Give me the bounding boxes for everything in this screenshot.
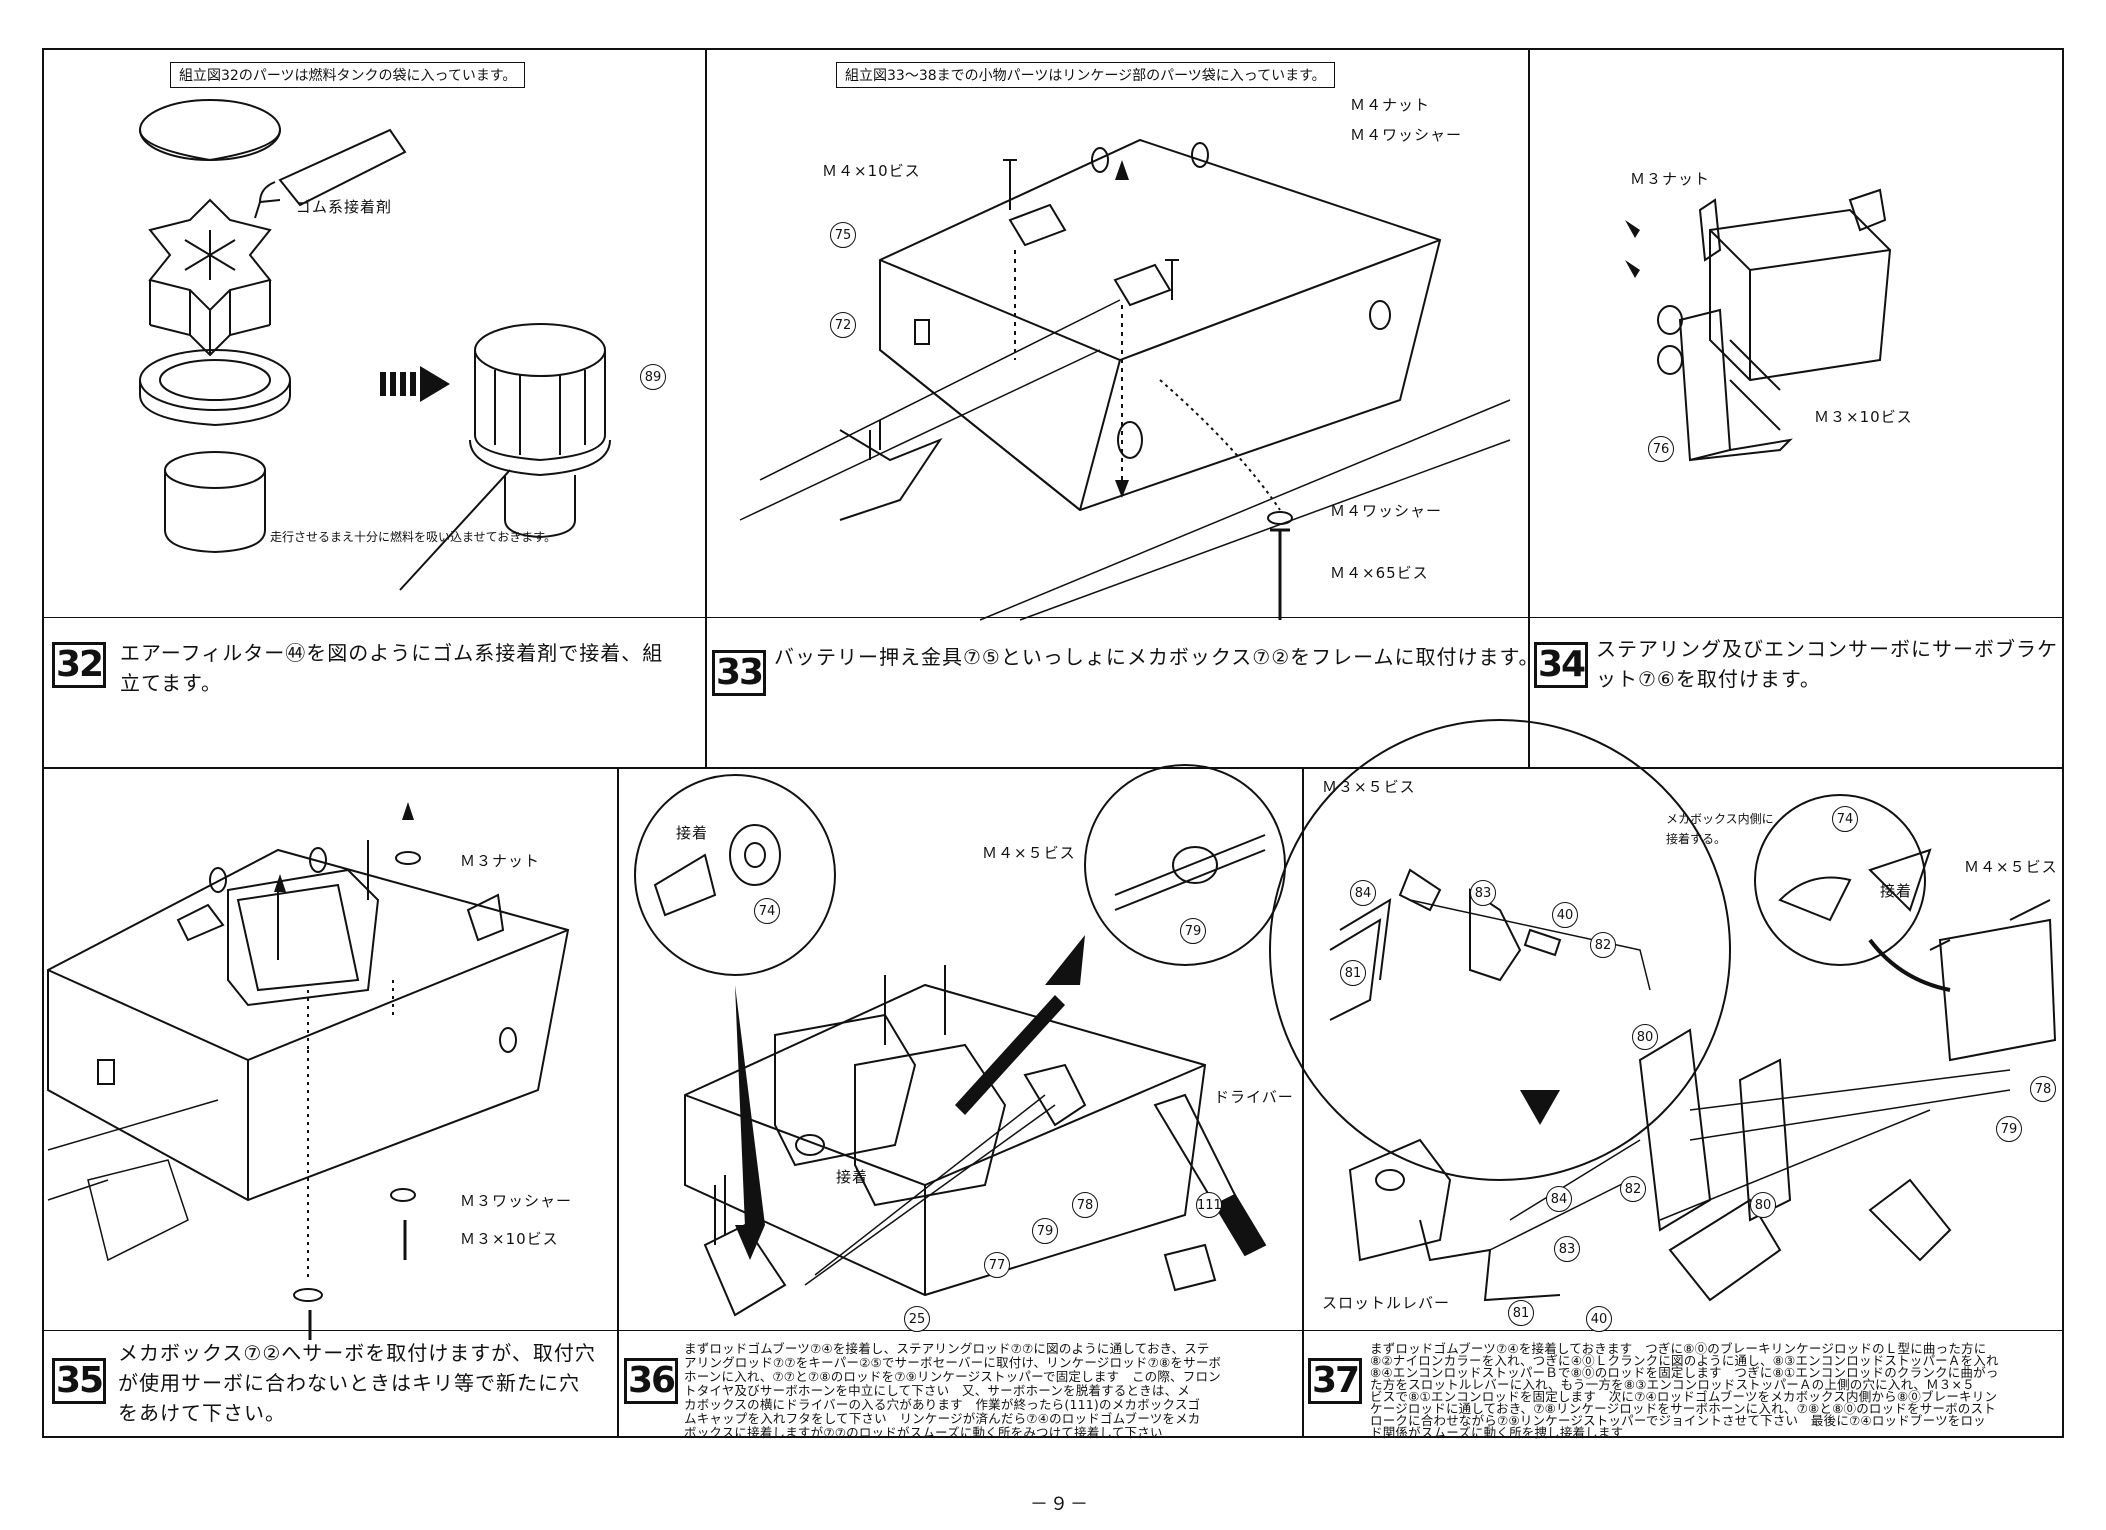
step33-screw65-label: Ｍ４×65ビス: [1330, 564, 1429, 582]
step32-part-89: 89: [640, 364, 666, 390]
step36-number: 36: [624, 1358, 678, 1404]
step37-throttle-label: スロットルレバー: [1322, 1294, 1451, 1312]
step33-illustration: [739, 138, 1511, 621]
step33-nut-label: Ｍ４ナット: [1350, 96, 1431, 114]
step36-glue-label: 接着: [676, 824, 709, 842]
step36-text-line3: ホーンに入れ、⑦⑦と⑦⑧のロッドを⑦⑨リンケージストッパーで固定します この際、…: [684, 1369, 1221, 1384]
step36-part-79a: 79: [1180, 918, 1206, 944]
step36-part-79b: 79: [1032, 1218, 1058, 1244]
step33-washer-bottom-label: Ｍ４ワッシャー: [1330, 502, 1443, 520]
step33-washer-top-label: Ｍ４ワッシャー: [1350, 126, 1463, 144]
step33-screw10-label: Ｍ４×10ビス: [822, 162, 921, 180]
step32-number: 32: [52, 642, 106, 688]
step37-text-line2: ⑧②ナイロンカラーを入れ、つぎに④⓪Ｌクランクに図のように通し、⑧③エンコンロッ…: [1370, 1353, 1999, 1368]
step34-screw-label: Ｍ３×10ビス: [1814, 408, 1913, 426]
caption-rule-top: [42, 617, 2064, 618]
step33-parts-note: 組立図33〜38までの小物パーツはリンケージ部のパーツ袋に入っています。: [836, 62, 1335, 88]
step34-number: 34: [1534, 642, 1588, 688]
step37-screw-m3-label: Ｍ３×５ビス: [1322, 778, 1416, 796]
step36-text-line5: カボックスの横にドライバーの入る穴があります 作業が終ったら(111)のメカボッ…: [684, 1397, 1201, 1412]
step37-text-line6: ケージロッドに通しておき、⑦⑧リンケージロッドをサーボホーンに入れ、⑦⑧と⑧⓪の…: [1370, 1401, 1996, 1416]
step37-glue-label: 接着: [1880, 882, 1913, 900]
step36-driver-label: ドライバー: [1214, 1088, 1294, 1106]
step36-text-line1: まずロッドゴムブーツ⑦④を接着し、ステアリングロッド⑦⑦に図のように通しておき、…: [684, 1341, 1210, 1356]
col-divider-bottom-1: [617, 767, 619, 1438]
step37-text-line4: た方をスロットルレバーに入れ、もう一方を⑧③エンコンロッドストッパーＡの上側の穴…: [1370, 1377, 1975, 1392]
step36-screw-label: Ｍ４×５ビス: [982, 844, 1076, 862]
step37-part-80b: 80: [1750, 1192, 1776, 1218]
step34-illustration: [1625, 188, 1892, 462]
step36-glue2-label: 接着: [836, 1168, 869, 1186]
step37-text-line3: ⑧④エンコンロッドストッパーＢで⑧⓪のロッドを固定します つぎに⑧①エンコンロッ…: [1370, 1365, 1999, 1380]
page-number: －９－: [1030, 1494, 1090, 1515]
step33-part-72: 72: [830, 312, 856, 338]
caption-rule-bottom: [42, 1330, 2064, 1331]
step37-part-81: 81: [1340, 960, 1366, 986]
step32-text-line1: エアーフィルター㊹を図のようにゴム系接着剤で接着、組: [120, 641, 664, 665]
step35-illustration: [47, 802, 570, 1340]
step33-part-75: 75: [830, 222, 856, 248]
step35-text-line3: をあけて下さい。: [118, 1401, 286, 1425]
step34-text-line1: ステアリング及びエンコンサーボにサーボブラケ: [1596, 637, 2058, 661]
step36-text-line2: アリングロッド⑦⑦をキーパー②⑤でサーボセーバーに取付け、リンケージロッド⑦⑧を…: [684, 1355, 1222, 1370]
step32-glue-label: ゴム系接着剤: [296, 198, 393, 216]
step32-fuel-note: 走行させるまえ十分に燃料を吸い込ませておきます。: [270, 530, 557, 544]
step37-text-line7: ロークに合わせながら⑦⑨リンケージストッパーでジョイントさせて下さい 最後に⑦④…: [1370, 1413, 1986, 1428]
step35-screw-label: Ｍ３×10ビス: [460, 1230, 559, 1248]
step33-number: 33: [712, 650, 766, 696]
step36-part-111: 111: [1196, 1192, 1222, 1218]
step37-screw-m4-label: Ｍ４×５ビス: [1964, 858, 2058, 876]
step37-part-40b: 40: [1586, 1306, 1612, 1332]
step37-text-line1: まずロッドゴムブーツ⑦④を接着しておきます つぎに⑧⓪のブレーキリンケージロッド…: [1370, 1341, 1987, 1356]
step36-text-line7: ボックスに接着しますが⑦⑦のロッドがスムーズに動く所をみつけて接着して下さい: [684, 1425, 1163, 1440]
step37-part-82b: 82: [1620, 1176, 1646, 1202]
step37-part-79: 79: [1996, 1116, 2022, 1142]
step36-part-78: 78: [1072, 1192, 1098, 1218]
col-divider-top-2: [1528, 48, 1530, 767]
step36-text-line6: ムキャップを入れフタをして下さい リンケージが済んだら⑦④のロッドゴムブーツをメ…: [684, 1411, 1201, 1426]
col-divider-bottom-2: [1302, 767, 1304, 1438]
step37-inside2-label: 接着する。: [1666, 832, 1727, 846]
step37-part-83: 83: [1470, 880, 1496, 906]
step35-nut-label: Ｍ３ナット: [460, 852, 541, 870]
row-divider: [42, 767, 2064, 769]
step37-part-84b: 84: [1546, 1186, 1572, 1212]
step37-text-line5: ビスで⑧①エンコンロッドを固定します 次に⑦④ロッドゴムブーツをメカボックス内側…: [1370, 1389, 1998, 1404]
step37-inside-label: メカボックス内側に: [1666, 812, 1774, 826]
step32-text-line2: 立てます。: [120, 671, 222, 695]
page-frame: [42, 48, 2064, 1438]
step37-text-line8: ド関係がスムーズに動く所を捜し接着します: [1370, 1425, 1624, 1440]
step32-parts-note: 組立図32のパーツは燃料タンクの袋に入っています。: [170, 62, 526, 88]
step35-washer-label: Ｍ３ワッシャー: [460, 1192, 573, 1210]
step36-part-77: 77: [984, 1252, 1010, 1278]
step36-illustration: [634, 764, 1286, 1317]
step37-number: 37: [1308, 1358, 1362, 1404]
step33-text: バッテリー押え金具⑦⑤といっしょにメカボックス⑦②をフレームに取付けます。: [774, 645, 1540, 669]
step37-part-78: 78: [2030, 1076, 2056, 1102]
step37-part-81b: 81: [1508, 1300, 1534, 1326]
step37-part-82: 82: [1590, 932, 1616, 958]
step35-number: 35: [52, 1358, 106, 1404]
step37-part-80: 80: [1632, 1024, 1658, 1050]
col-divider-top-1: [705, 48, 707, 767]
step34-part-76: 76: [1648, 436, 1674, 462]
step37-part-74: 74: [1832, 806, 1858, 832]
step32-illustration: [139, 99, 611, 591]
step37-part-83b: 83: [1554, 1236, 1580, 1262]
step36-part-25: 25: [904, 1306, 930, 1332]
step37-part-84: 84: [1350, 880, 1376, 906]
step34-nut-label: Ｍ３ナット: [1630, 170, 1711, 188]
step37-illustration: [1269, 719, 2057, 1302]
step34-text-line2: ット⑦⑥を取付けます。: [1596, 667, 1821, 691]
step36-text-line4: トタイヤ及びサーボホーンを中立にして下さい 又、サーボホーンを脱着するときは、メ: [684, 1383, 1191, 1398]
step35-text-line2: が使用サーボに合わないときはキリ等で新たに穴: [118, 1371, 580, 1395]
step36-part-74: 74: [754, 898, 780, 924]
step35-text-line1: メカボックス⑦②へサーボを取付けますが、取付穴: [118, 1341, 596, 1365]
step37-part-40: 40: [1552, 902, 1578, 928]
